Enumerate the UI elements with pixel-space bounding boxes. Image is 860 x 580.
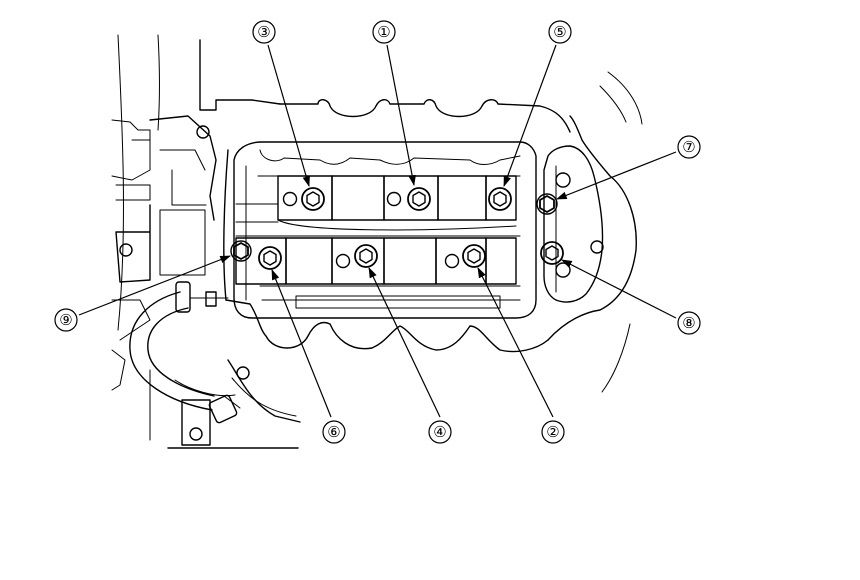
bolt-7 bbox=[536, 193, 558, 215]
callout-7: ⑦ bbox=[677, 135, 701, 159]
leader-6 bbox=[271, 268, 332, 418]
lower-bearing-caps bbox=[235, 235, 521, 285]
leader-8 bbox=[561, 259, 677, 319]
leader-9 bbox=[78, 255, 232, 316]
callout-1: ① bbox=[372, 20, 396, 44]
leader-3 bbox=[267, 44, 310, 188]
bolt-1 bbox=[407, 187, 431, 211]
svg-text:④: ④ bbox=[433, 423, 446, 441]
leader-2 bbox=[477, 267, 554, 418]
leader-4 bbox=[368, 267, 441, 418]
bolt-4 bbox=[354, 244, 378, 268]
leader-1 bbox=[386, 44, 416, 187]
hose-assembly bbox=[129, 281, 241, 424]
bolt-5 bbox=[488, 187, 512, 211]
dowel-holes bbox=[282, 191, 460, 269]
callout-9: ⑨ bbox=[54, 308, 78, 332]
callout-4: ④ bbox=[428, 420, 452, 444]
rear-casting bbox=[543, 145, 604, 303]
leader-5 bbox=[503, 44, 557, 188]
svg-text:⑨: ⑨ bbox=[59, 311, 72, 329]
leader-7 bbox=[555, 151, 677, 200]
svg-text:⑥: ⑥ bbox=[327, 423, 340, 441]
svg-text:⑧: ⑧ bbox=[682, 314, 695, 332]
svg-text:①: ① bbox=[377, 23, 390, 41]
engine-block-left bbox=[111, 34, 301, 449]
leader-lines bbox=[78, 44, 677, 418]
svg-text:②: ② bbox=[546, 423, 559, 441]
callout-8: ⑧ bbox=[677, 311, 701, 335]
upper-bearing-caps bbox=[235, 175, 517, 231]
callout-2: ② bbox=[541, 420, 565, 444]
bolt-6 bbox=[258, 246, 282, 270]
bolt-8 bbox=[540, 241, 564, 265]
callout-3: ③ bbox=[252, 20, 276, 44]
callout-5: ⑤ bbox=[548, 20, 572, 44]
bolt-9 bbox=[230, 240, 252, 262]
bolt-3 bbox=[301, 187, 325, 211]
callout-6: ⑥ bbox=[322, 420, 346, 444]
bolt-2 bbox=[462, 244, 486, 268]
housing-outline bbox=[223, 71, 643, 393]
svg-text:⑤: ⑤ bbox=[553, 23, 566, 41]
svg-text:③: ③ bbox=[257, 23, 270, 41]
svg-text:⑦: ⑦ bbox=[682, 138, 695, 156]
